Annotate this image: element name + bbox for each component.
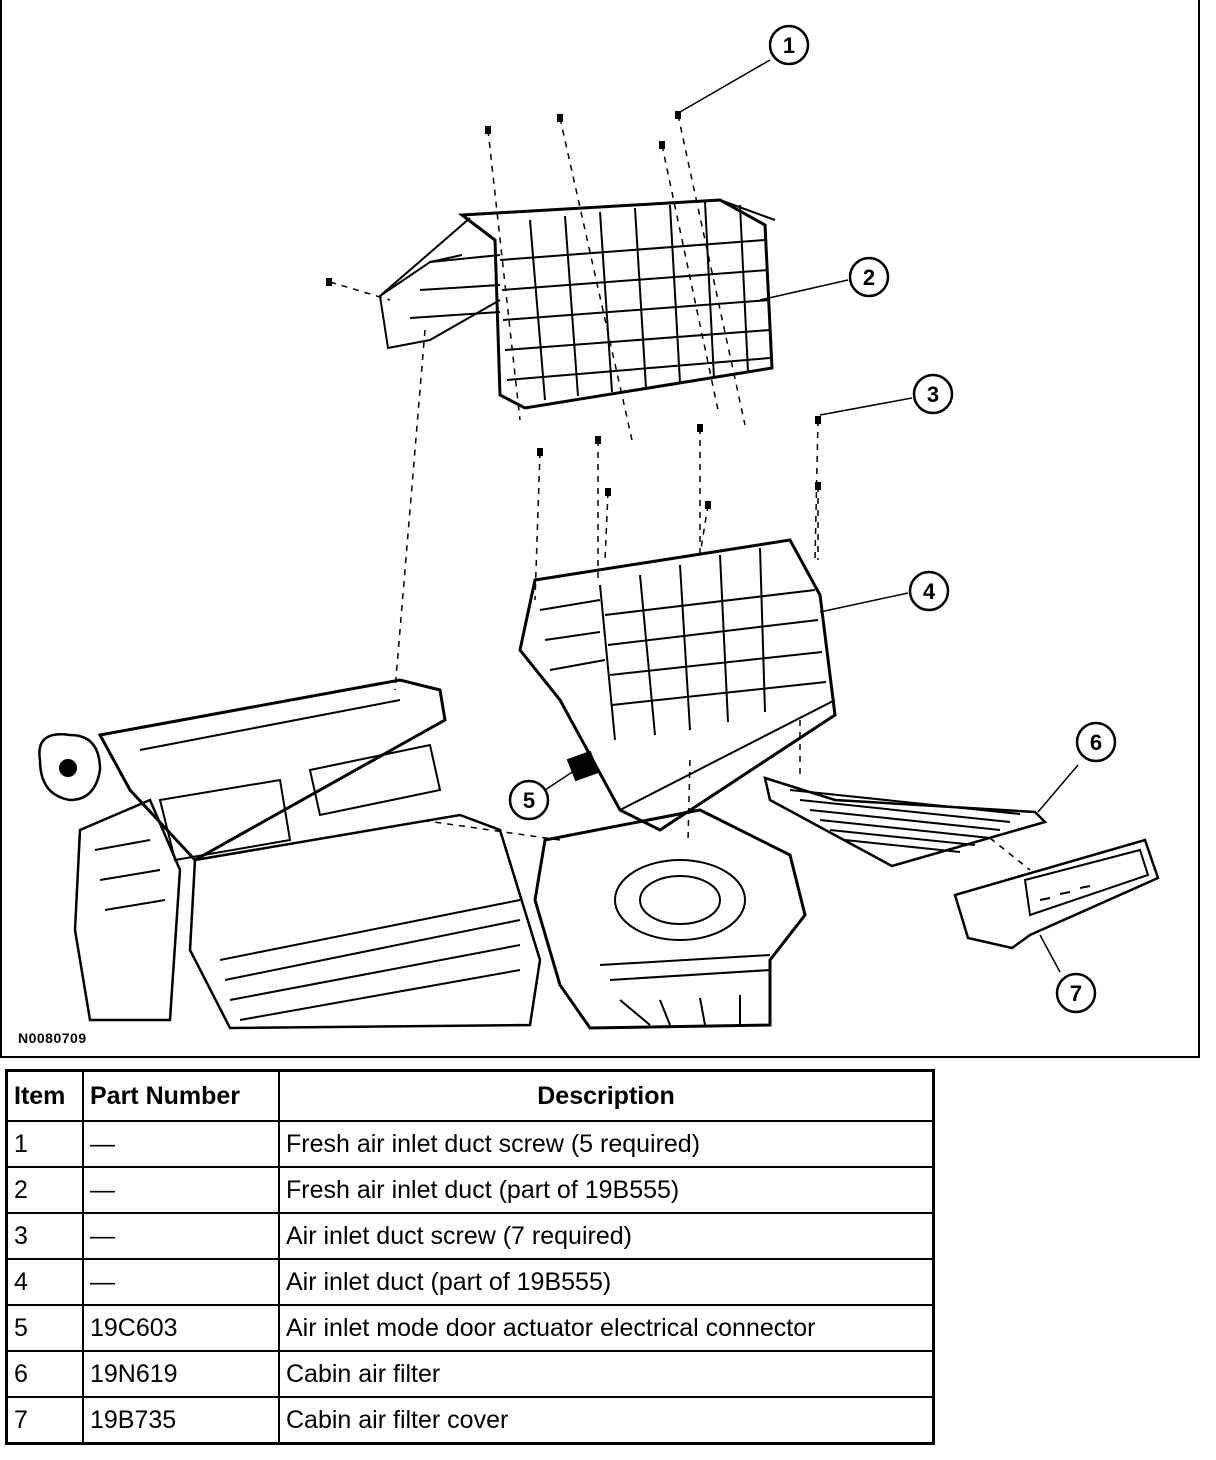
cell-part-number: — (82, 1258, 280, 1306)
callout-5-label: 5 (523, 788, 535, 813)
leader-lines (544, 59, 1079, 973)
callout-7-label: 7 (1070, 981, 1082, 1006)
callout-2: 2 (848, 256, 890, 298)
cell-description: Fresh air inlet duct (part of 19B555) (278, 1166, 935, 1214)
table-row: 5 19C603 Air inlet mode door actuator el… (5, 1304, 935, 1352)
header-description: Description (278, 1069, 935, 1122)
cell-item: 1 (5, 1120, 84, 1168)
cell-item: 5 (5, 1304, 84, 1352)
cell-description: Fresh air inlet duct screw (5 required) (278, 1120, 935, 1168)
header-part-number: Part Number (82, 1069, 280, 1122)
cell-item: 7 (5, 1396, 84, 1445)
table-row: 6 19N619 Cabin air filter (5, 1350, 935, 1398)
callout-3-label: 3 (927, 382, 939, 407)
callout-2-label: 2 (863, 265, 875, 290)
cell-part-number: 19B735 (82, 1396, 280, 1445)
air-inlet-duct (518, 538, 837, 832)
cell-description: Air inlet duct (part of 19B555) (278, 1258, 935, 1306)
screw-heads (326, 111, 821, 509)
callout-6: 6 (1075, 721, 1117, 763)
cell-part-number: 19N619 (82, 1350, 280, 1398)
table-row: 4 — Air inlet duct (part of 19B555) (5, 1258, 935, 1306)
diagram-frame (0, 0, 1200, 1058)
cell-description: Cabin air filter (278, 1350, 935, 1398)
table-row: 3 — Air inlet duct screw (7 required) (5, 1212, 935, 1260)
callout-4-label: 4 (923, 579, 936, 604)
cell-part-number: — (82, 1212, 280, 1260)
cabin-air-filter-cover (953, 838, 1160, 950)
cell-description: Cabin air filter cover (278, 1396, 935, 1445)
parts-table: Item Part Number Description 1 — Fresh a… (5, 1069, 935, 1445)
cell-description: Air inlet mode door actuator electrical … (278, 1304, 935, 1352)
callout-4: 4 (908, 570, 950, 612)
hvac-case (38, 678, 542, 1030)
callout-7: 7 (1055, 972, 1097, 1014)
cabin-air-filter (763, 776, 1048, 868)
cell-part-number: 19C603 (82, 1304, 280, 1352)
cell-description: Air inlet duct screw (7 required) (278, 1212, 935, 1260)
table-header-row: Item Part Number Description (5, 1069, 935, 1122)
header-item: Item (5, 1069, 84, 1122)
cell-part-number: — (82, 1120, 280, 1168)
cell-item: 3 (5, 1212, 84, 1260)
table-row: 7 19B735 Cabin air filter cover (5, 1396, 935, 1445)
screw-lines (329, 114, 1031, 871)
callout-5: 5 (508, 779, 550, 821)
exploded-view-diagram: 1 2 3 4 5 6 7 (38, 24, 1160, 1030)
actuator-connector (566, 750, 600, 782)
blower-housing (533, 808, 807, 1030)
table-row: 1 — Fresh air inlet duct screw (5 requir… (5, 1120, 935, 1168)
callout-1-label: 1 (783, 33, 795, 58)
cell-item: 2 (5, 1166, 84, 1214)
callout-1: 1 (768, 24, 810, 66)
cell-item: 4 (5, 1258, 84, 1306)
cell-part-number: — (82, 1166, 280, 1214)
figure-reference-code: N0080709 (18, 1030, 87, 1046)
cell-item: 6 (5, 1350, 84, 1398)
fresh-air-inlet-duct (378, 198, 776, 410)
callout-3: 3 (912, 373, 954, 415)
table-row: 2 — Fresh air inlet duct (part of 19B555… (5, 1166, 935, 1214)
callout-6-label: 6 (1090, 730, 1102, 755)
